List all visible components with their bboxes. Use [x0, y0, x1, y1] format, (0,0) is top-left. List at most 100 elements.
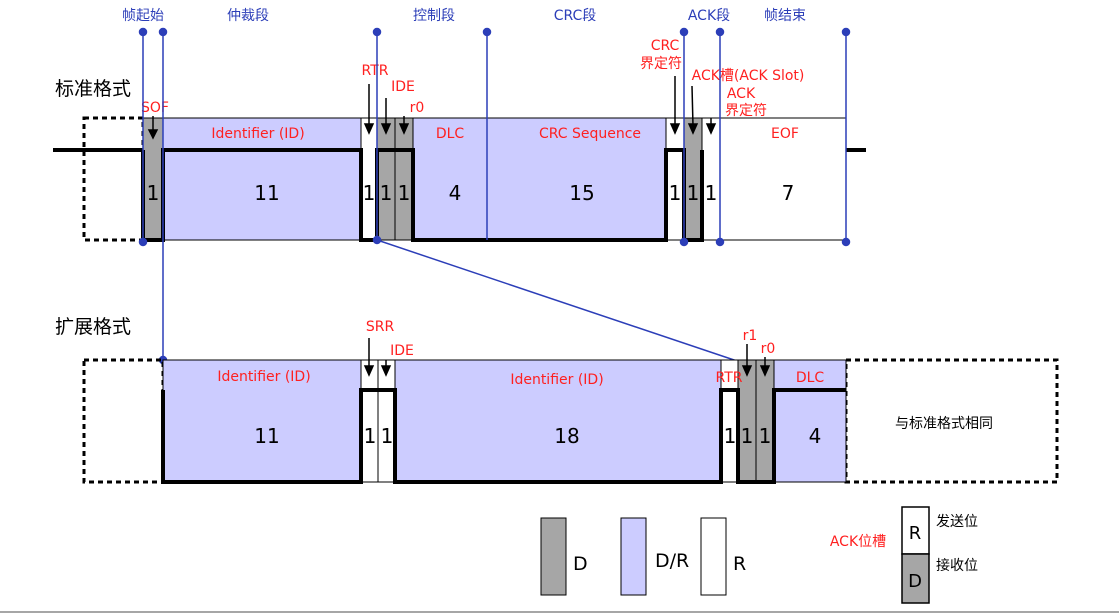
- ext-srr-field: [360, 359, 379, 483]
- legend-recessive-label: R: [733, 553, 746, 575]
- std-ide-bits: 1: [380, 181, 393, 205]
- seg-boundary-6-bottom-dot: [715, 237, 725, 247]
- legend-ack-recv-box: [901, 553, 930, 604]
- ext-ide-annotation: IDE: [390, 343, 414, 359]
- std-ack-slot-field: [683, 117, 703, 241]
- seg-boundary-3-top-dot: [372, 27, 382, 37]
- seg-boundary-7-bottom-dot: [841, 237, 851, 247]
- std-crc-delimiter-field: [665, 117, 685, 241]
- std-ack-slot-arrowhead: [687, 123, 699, 135]
- ext-r0-field: [755, 359, 775, 483]
- std-dlc-bits: 4: [449, 181, 462, 205]
- std-crc-seq-label: CRC Sequence: [539, 126, 641, 142]
- std-rtr-annotation: RTR: [362, 63, 389, 79]
- std-sof-annotation: SOF: [141, 100, 169, 116]
- std-crc-delim-annotation-2: 界定符: [640, 56, 682, 72]
- segment-eof-label: 帧结束: [764, 8, 806, 24]
- std-r0-bits: 1: [398, 181, 411, 205]
- std-r0-arrowhead: [398, 123, 410, 135]
- legend-dominant-label: D: [573, 553, 588, 575]
- legend-send-bit-label: 发送位: [936, 514, 978, 530]
- legend-recessive-swatch: [700, 517, 727, 596]
- ext-id1-field: [162, 359, 362, 483]
- std-id-label: Identifier (ID): [211, 126, 304, 142]
- ext-dlc-bits: 4: [809, 424, 822, 448]
- std-eof-field: [719, 117, 847, 241]
- seg-boundary-5-top-dot: [679, 27, 689, 37]
- seg-boundary-2-top-dot: [158, 27, 168, 37]
- ext-id2-label: Identifier (ID): [510, 372, 603, 388]
- ext-id2-bits: 18: [554, 424, 579, 448]
- ext-same-as-standard-text: 与标准格式相同: [895, 416, 993, 432]
- ext-idle-left: [82, 358, 165, 484]
- std-eof-label: EOF: [771, 126, 799, 142]
- ext-ide-bits: 1: [381, 424, 394, 448]
- ext-id1-label: Identifier (ID): [217, 369, 310, 385]
- std-crc-delim-bits: 1: [669, 181, 682, 205]
- std-ack-delim-annotation-2: 界定符: [725, 103, 767, 119]
- std-rtr-arrowhead: [363, 123, 375, 135]
- seg-boundary-4-top-dot: [482, 27, 492, 37]
- standard-title: 标准格式: [55, 78, 131, 100]
- ext-r0-bits: 1: [759, 424, 772, 448]
- std-id-bits: 11: [254, 181, 279, 205]
- std-ide-field: [376, 117, 396, 241]
- ext-dlc-label: DLC: [796, 370, 825, 386]
- std-rtr-bits: 1: [363, 181, 376, 205]
- ext-srr-bits: 1: [364, 424, 377, 448]
- ext-r1-annotation: r1: [743, 328, 758, 344]
- segment-control-label: 控制段: [413, 8, 455, 24]
- ext-id1-bits: 11: [254, 424, 279, 448]
- ext-srr-arrowhead: [363, 365, 375, 377]
- std-ide-annotation: IDE: [391, 79, 415, 95]
- seg-boundary-5-bottom-dot: [679, 237, 689, 247]
- std-crc-delim-annotation-1: CRC: [651, 38, 680, 54]
- seg-boundary-1-top-dot: [138, 27, 148, 37]
- segment-crc-label: CRC段: [554, 8, 597, 24]
- std-id-field: [162, 117, 362, 241]
- std-ack-delimiter-field: [701, 117, 721, 241]
- ext-rtr-label: RTR: [716, 370, 743, 386]
- std-ack-slot-arrow-shaft: [691, 85, 694, 127]
- legend-dr-label: D/R: [655, 550, 689, 572]
- std-crc-bits: 15: [569, 181, 594, 205]
- extended-title: 扩展格式: [55, 316, 131, 338]
- std-ack-slot-bits: 1: [687, 181, 700, 205]
- std-sof-bits: 1: [147, 181, 160, 205]
- std-idle-left: [82, 116, 145, 242]
- std-ack-slot-annotation: ACK槽(ACK Slot): [692, 68, 805, 84]
- std-r0-field: [394, 117, 414, 241]
- std-r0-annotation: r0: [410, 100, 425, 116]
- legend-ack-slot-label: ACK位槽: [830, 534, 886, 550]
- ext-ide-arrowhead: [380, 365, 392, 377]
- ext-ide-field: [377, 359, 396, 483]
- std-ack-delim-arrowhead: [705, 123, 717, 135]
- segment-arbitration-label: 仲裁段: [227, 8, 269, 24]
- rtr-mapping-line: [376, 239, 747, 365]
- seg-boundary-7-top-dot: [841, 27, 851, 37]
- ext-r0-annotation: r0: [761, 341, 776, 357]
- seg-boundary-1-bottom-dot: [138, 237, 148, 247]
- ext-srr-annotation: SRR: [366, 319, 395, 335]
- legend-dr-swatch: [620, 517, 647, 596]
- std-ack-delim-bits: 1: [705, 181, 718, 205]
- ext-id2-field: [394, 359, 722, 483]
- ext-r1-arrowhead: [741, 365, 753, 377]
- legend-ack-r-letter: R: [909, 523, 922, 544]
- std-sof-arrowhead: [147, 129, 159, 140]
- ext-signal-waveform: [161, 388, 846, 484]
- ext-r0-arrowhead: [759, 365, 771, 377]
- std-eof-bits: 7: [782, 181, 795, 205]
- std-rtr-field: [360, 117, 378, 241]
- ext-r1-bits: 1: [741, 424, 754, 448]
- segment-ack-label: ACK段: [688, 8, 730, 24]
- segment-sof-label: 帧起始: [122, 8, 164, 24]
- ext-rtr-bits: 1: [724, 424, 737, 448]
- std-dlc-label: DLC: [436, 126, 465, 142]
- std-ack-delim-annotation-1: ACK: [727, 86, 756, 102]
- std-ide-arrowhead: [380, 123, 392, 135]
- legend-dominant-swatch: [540, 517, 567, 596]
- legend-ack-d-letter: D: [908, 571, 922, 592]
- seg-boundary-6-top-dot: [715, 27, 725, 37]
